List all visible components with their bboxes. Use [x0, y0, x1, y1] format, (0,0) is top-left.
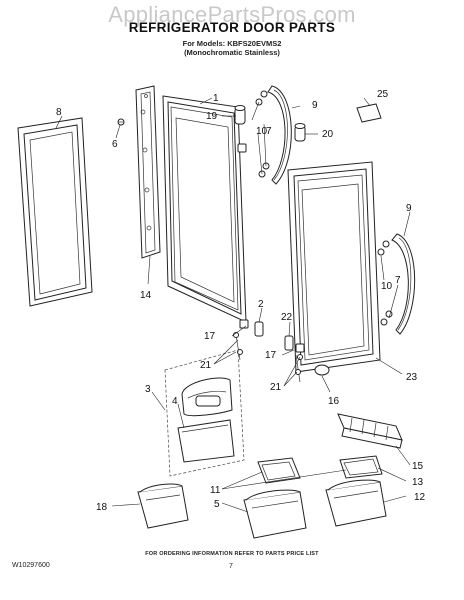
handle-screws-upper-drawing — [255, 90, 270, 178]
callout-10-upper: 10 — [256, 126, 268, 137]
callout-23: 23 — [406, 372, 418, 383]
callout-5: 5 — [214, 499, 220, 510]
lower-screws-drawing — [233, 332, 303, 383]
callout-1: 1 — [213, 93, 219, 104]
callout-9-upper: 9 — [312, 100, 318, 111]
shelf-insert-small-drawing — [257, 457, 301, 484]
callout-22: 22 — [281, 312, 293, 323]
leader-lines — [55, 97, 411, 513]
callout-21-right: 21 — [270, 382, 282, 393]
callout-13: 13 — [412, 477, 424, 488]
door-bin-right-drawing — [325, 479, 387, 527]
callout-15: 15 — [412, 461, 424, 472]
callout-18: 18 — [96, 502, 108, 513]
callout-25: 25 — [377, 89, 389, 100]
variant-line: (Monochromatic Stainless) — [184, 48, 280, 57]
nameplate-drawing — [356, 103, 382, 123]
watermark: AppliancePartsPros.com — [108, 2, 356, 27]
callout-16: 16 — [328, 396, 340, 407]
callout-4: 4 — [172, 396, 178, 407]
callout-12: 12 — [414, 492, 426, 503]
cap-drawing — [314, 364, 330, 376]
handle-lower-drawing — [377, 233, 416, 335]
freezer-door-drawing — [162, 95, 249, 329]
callout-8: 8 — [56, 107, 62, 118]
models-line: For Models: KBFS20EVMS2 — [182, 39, 282, 48]
shelf-insert-right-drawing — [339, 455, 383, 479]
callout-7-upper: 7 — [266, 126, 272, 137]
callout-2: 2 — [258, 299, 264, 310]
fresh-food-door-drawing — [287, 161, 381, 373]
page-number: 7 — [229, 563, 233, 570]
ordering-note: FOR ORDERING INFORMATION REFER TO PARTS … — [145, 551, 319, 557]
callout-17-left: 17 — [204, 331, 216, 342]
callout-3: 3 — [145, 384, 151, 395]
hinge-pins-drawing — [254, 321, 294, 351]
callout-6: 6 — [112, 139, 118, 150]
callout-7-lower: 7 — [395, 275, 401, 286]
callout-9-lower: 9 — [406, 203, 412, 214]
door-bin-left-drawing — [137, 483, 189, 529]
callout-21-left: 21 — [200, 360, 212, 371]
callout-11: 11 — [210, 485, 221, 496]
callout-20: 20 — [322, 129, 334, 140]
page-title: REFRIGERATOR DOOR PARTS — [128, 20, 336, 35]
utility-rack-drawing — [337, 413, 403, 449]
callout-14: 14 — [140, 290, 152, 301]
door-bin-middle-drawing — [243, 489, 307, 539]
dairy-compartment-assembly — [164, 349, 245, 477]
callout-10-lower: 10 — [381, 281, 393, 292]
hinge-channel-drawing — [135, 85, 161, 259]
callout-19: 19 — [206, 111, 218, 122]
handle-upper-drawing — [267, 85, 292, 185]
screw-drawing — [117, 118, 125, 126]
document-number: W10297600 — [12, 562, 50, 569]
handle-mount-drawing — [234, 105, 246, 125]
door-gasket-drawing — [17, 117, 93, 307]
callout-17-right: 17 — [265, 350, 277, 361]
handle-mount-right-drawing — [294, 123, 306, 142]
